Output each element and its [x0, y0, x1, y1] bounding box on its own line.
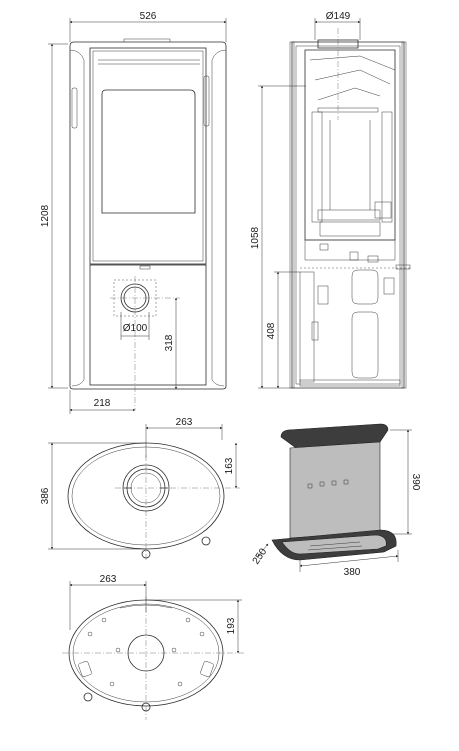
front-flue-height-label: 318: [164, 334, 175, 351]
side-height-1058-label: 1058: [250, 226, 261, 249]
side-flue-diameter-label: Ø149: [326, 11, 351, 22]
stove-body-side: [291, 41, 405, 389]
stove-body-front: [69, 41, 227, 390]
bottom-offset-label: 193: [226, 617, 237, 634]
floor-plate-depth-label: 250: [251, 546, 270, 566]
side-view: Ø149: [250, 11, 412, 389]
top-view: 263 386 163: [40, 417, 240, 560]
bottom-view: 263 193: [62, 574, 245, 720]
front-view: 526 1208 Ø100: [40, 11, 227, 414]
side-height-408-label: 408: [266, 322, 277, 339]
top-depth-label: 386: [40, 487, 51, 504]
floor-plate-width-label: 380: [344, 567, 361, 578]
floor-plate-backwall: [280, 423, 389, 449]
bottom-width-label: 263: [100, 574, 117, 585]
front-flue-diameter-label: Ø100: [123, 323, 148, 334]
front-width-label: 526: [140, 11, 157, 22]
front-height-label: 1208: [40, 204, 51, 227]
door-glass: [101, 89, 196, 214]
top-offset-label: 163: [224, 457, 235, 474]
floor-plate-view: 390 380 250: [251, 423, 421, 578]
top-width-label: 263: [176, 417, 193, 428]
front-flue-offset-label: 218: [94, 398, 111, 409]
floor-plate-height-label: 390: [410, 474, 421, 491]
